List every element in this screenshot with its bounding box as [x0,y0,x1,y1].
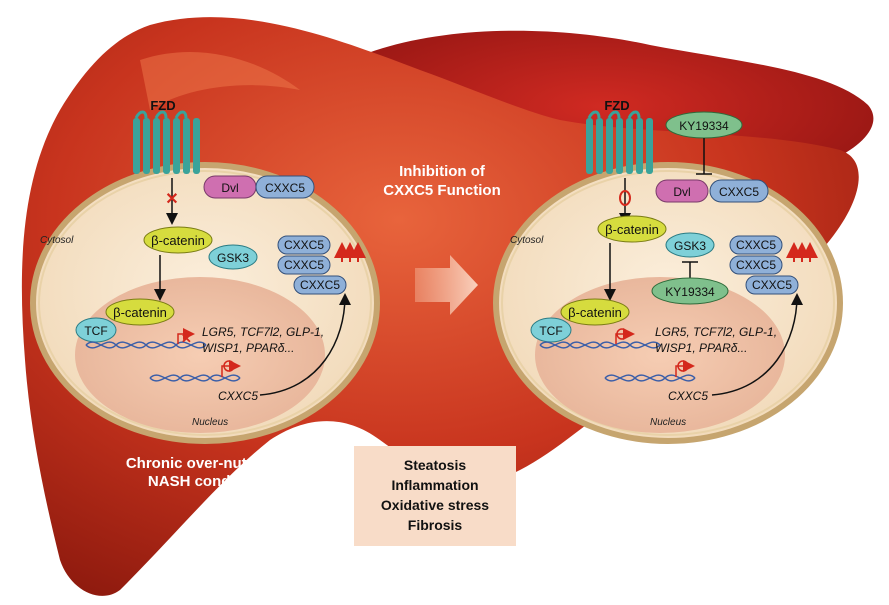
liver-highlight [140,51,300,110]
left-nucleus-label: Nucleus [192,417,228,428]
left-gsk3-label: GSK3 [217,251,249,265]
right-dvl [655,179,709,203]
right-beta-catenin [597,215,667,243]
effects-box: Steatosis Inflammation Oxidative stress … [354,446,516,546]
right-active-signal-icon [619,190,631,206]
right-cxxc5-stack-item [745,275,799,295]
left-cxxc5-stack-item [277,255,331,275]
right-dna-cxxc5-gene [604,374,696,382]
right-nuclear-beta-catenin [560,298,630,326]
left-active-marker-icon [223,360,235,372]
right-cxxc5-gene-label: CXXC5 [668,389,708,403]
right-cxxc5-promoter-icon [675,360,695,377]
right-dvl-cxxc5 [709,179,769,203]
effect-item: Steatosis [404,457,466,473]
right-increase-arrows-icon [786,242,818,262]
right-nuclear-beta-catenin-label: β-catenin [568,305,622,320]
left-dvl-cxxc5 [255,175,315,199]
right-beta-catenin-label: β-catenin [605,222,659,237]
effects-box-bg [354,446,516,546]
left-cytosol-label: Cytosol [40,235,74,246]
left-genes-line2: WISP1, PPARδ... [202,341,294,355]
right-cxxc5-marker-icon [677,360,689,372]
left-fzd-label: FZD [150,98,175,113]
right-nucleus-label: Nucleus [650,417,686,428]
left-cell: FZD ✕ Dvl CXXC5 Cytosol β-catenin GSK3 C… [30,98,380,444]
right-genes-line1: LGR5, TCF7l2, GLP-1, [655,325,777,339]
left-fzd-receptor [133,110,200,174]
right-tcf [530,317,572,343]
effect-item: Inflammation [391,477,478,493]
right-tcf-label: TCF [539,324,562,338]
right-dvl-cxxc5-label: CXXC5 [719,185,759,199]
right-fzd-receptor [586,110,653,174]
right-dna-target-genes [539,341,661,349]
right-gsk3 [665,232,715,258]
left-cxxc5-stack-label: CXXC5 [300,278,340,292]
left-cxxc5-stack-label: CXXC5 [284,258,324,272]
left-tcf-label: TCF [84,324,107,338]
left-dvl-cxxc5-label: CXXC5 [265,181,305,195]
left-beta-catenin-label: β-catenin [151,233,205,248]
right-genes-line2: WISP1, PPARδ... [655,341,747,355]
effect-item: Fibrosis [408,517,463,533]
right-cytosol-label: Cytosol [510,235,544,246]
right-dvl-label: Dvl [673,185,690,199]
left-caption-line2: NASH condition [148,473,262,490]
left-gene-block-x-icon: ✕ [181,331,192,346]
left-genes-line1: LGR5, TCF7l2, GLP-1, [202,325,324,339]
left-caption-line1: Chronic over-nutrition [126,455,284,472]
right-nucleus [535,277,785,433]
right-cell: FZD KY19334 Dvl CXXC5 Cytosol β-catenin … [493,98,843,444]
right-cxxc5-stack-item [729,235,783,255]
transition-arrow [415,255,478,315]
left-transcription-start-icon [177,328,195,344]
left-nuclear-beta-catenin [105,298,175,326]
left-dna-target-genes [85,341,207,349]
center-title-line2: CXXC5 Function [383,182,501,199]
right-cxxc5-stack-label: CXXC5 [752,278,792,292]
left-dna-cxxc5-gene [149,374,241,382]
left-dvl-label: Dvl [221,181,238,195]
right-feedback-arrow [711,293,803,396]
left-feedback-arrow [259,293,351,396]
right-caption-line1: NASH improvement to [568,455,727,472]
left-nuclear-beta-catenin-label: β-catenin [113,305,167,320]
left-beta-catenin [143,226,213,254]
right-fzd-label: FZD [604,98,629,113]
right-active-marker-icon [616,328,628,340]
right-ky19334-mid [651,277,729,305]
center-title-line1: Inhibition of [399,163,486,180]
left-block-x-icon: ✕ [165,191,178,208]
left-cxxc5-stack-item [277,235,331,255]
right-ky19334-mid-label: KY19334 [665,285,715,299]
right-cxxc5-stack-label: CXXC5 [736,258,776,272]
left-tcf [75,317,117,343]
left-gsk3 [208,244,258,270]
right-cxxc5-stack-item [729,255,783,275]
left-cxxc5-promoter-icon [221,360,241,377]
right-ky19334-top-label: KY19334 [679,119,729,133]
left-cxxc5-gene-label: CXXC5 [218,389,258,403]
right-caption-line2: Normal condition [586,473,709,490]
left-cxxc5-stack-item [293,275,347,295]
left-nucleus [75,277,325,433]
left-cxxc5-stack-label: CXXC5 [284,238,324,252]
right-cxxc5-stack-label: CXXC5 [736,238,776,252]
effect-item: Oxidative stress [381,497,489,513]
left-increase-arrows-icon [334,242,366,262]
right-gsk3-label: GSK3 [674,239,706,253]
